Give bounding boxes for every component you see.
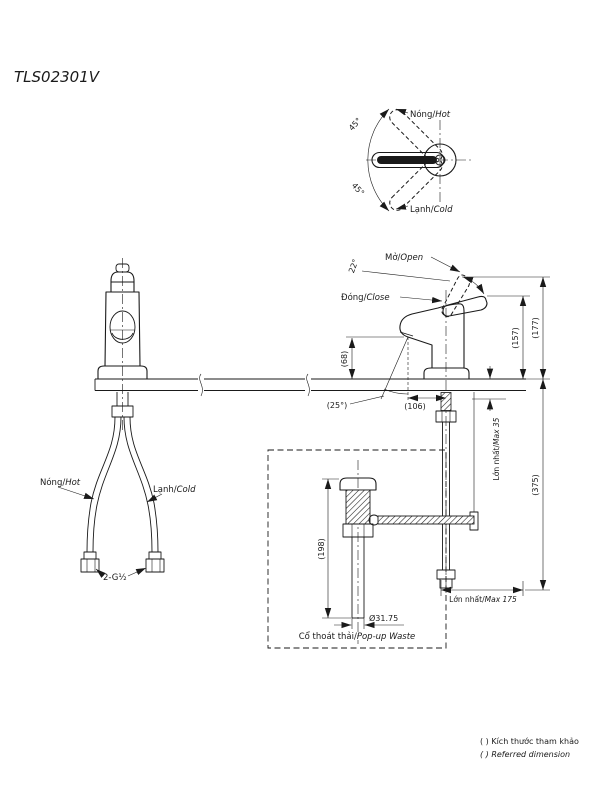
- waste-locknut: [342, 523, 374, 538]
- dim-198-label: (198): [317, 538, 326, 560]
- footer-notes: ( ) Kích thước tham khảo ( ) Referred di…: [480, 736, 579, 759]
- dim-157-label: (157): [511, 327, 520, 349]
- hot-hose-ferrule: [83, 551, 97, 560]
- cold-leader-front: [146, 493, 163, 503]
- mounting-nut-front: [111, 405, 134, 418]
- handle-lever-top: [371, 151, 445, 169]
- rotation-arc: [367, 108, 390, 212]
- angle-45-lower-label: 45°: [350, 181, 366, 198]
- mounting-nut: [435, 410, 457, 423]
- max-deck-label: Lớn nhất/Max 35: [492, 417, 501, 480]
- cold-leader: [395, 203, 409, 210]
- footer-note-vi: ( ) Kích thước tham khảo: [480, 736, 579, 746]
- stream-angle-line: [380, 336, 409, 400]
- diameter-label: Ø31.75: [369, 613, 398, 623]
- rod-ball-joint: [368, 514, 380, 526]
- cold-hose-nut: [145, 558, 165, 573]
- handle-front: [110, 271, 135, 293]
- spout-opening-front: [111, 332, 134, 340]
- break-mark-left: [199, 373, 203, 397]
- pop-up-rod: [377, 515, 475, 525]
- top-view-handle-rotation: 45° 45° Nóng/Hot Lạnh/Cold: [347, 108, 472, 215]
- waste-flange: [339, 477, 377, 491]
- dim-106-label: (106): [404, 402, 426, 411]
- footer-note-en: ( ) Referred dimension: [480, 750, 570, 759]
- base-flange: [423, 367, 470, 380]
- open-label: Mở/Open: [385, 252, 423, 263]
- spout-angle-leader: [349, 395, 385, 405]
- waste-threaded-body: [345, 489, 371, 525]
- spout-window: [109, 310, 136, 344]
- hot-leader-front: [57, 486, 95, 500]
- angle-25-label: (25°): [327, 401, 347, 410]
- threaded-shank: [440, 392, 452, 411]
- side-dimensions: (157) (177) (375) (68) (106) Lớn nhất/Ma…: [340, 276, 550, 604]
- open-angle-leader: [361, 270, 451, 282]
- pop-up-waste-box: [267, 449, 447, 649]
- break-mark-right: [306, 373, 310, 397]
- cold-hose-ferrule: [148, 551, 162, 560]
- close-label: Đóng/Close: [341, 292, 390, 303]
- connection-label: 2-G½: [103, 573, 127, 583]
- dim-68-label: (68): [340, 351, 349, 367]
- body-and-spout: [399, 303, 465, 369]
- angle-22-label: 22°: [347, 258, 360, 274]
- cold-label-front: Lạnh/Cold: [153, 485, 196, 495]
- cold-hose-outer: [129, 416, 159, 553]
- counter-deck: [94, 373, 526, 397]
- open-angle-arc: [462, 276, 485, 295]
- model-number: TLS02301V: [14, 68, 101, 86]
- dim-375-label: (375): [531, 474, 540, 496]
- faucet-front-view: Nóng/Hot Lạnh/Cold 2-G½: [40, 258, 196, 583]
- pop-up-waste-assembly: (198) Ø31.75 Cổ thoát thải/Pop-up Waste: [267, 449, 475, 649]
- spout-outlet: [399, 331, 414, 337]
- spout-angle-arc: [383, 388, 409, 395]
- handle-closed: [442, 295, 488, 317]
- angle-45-upper-label: 45°: [347, 116, 363, 133]
- dim-177-label: (177): [531, 317, 540, 339]
- hot-hose-outer: [86, 416, 116, 553]
- hot-label-top: Nóng/Hot: [410, 109, 451, 120]
- hot-label-front: Nóng/Hot: [40, 477, 81, 488]
- faucet-side-view: Mở/Open Đóng/Close 22° (25°): [327, 252, 488, 594]
- close-leader: [399, 296, 443, 304]
- handle-lever-fill: [377, 156, 437, 164]
- connection-leader-right: [127, 567, 147, 577]
- base-flange-front: [97, 365, 148, 380]
- open-leader: [430, 256, 461, 273]
- hot-hose-inner: [92, 416, 122, 553]
- pop-up-waste-label: Cổ thoát thải/Pop-up Waste: [299, 631, 416, 642]
- hot-leader: [395, 108, 409, 116]
- cold-label-top: Lạnh/Cold: [410, 205, 453, 215]
- handle-open: [441, 274, 471, 318]
- handle-position-cold: [389, 109, 443, 163]
- connection-leader-left: [95, 568, 106, 578]
- handle-position-hot: [389, 157, 443, 211]
- max-rod-label: Lớn nhất/Max 175: [449, 595, 517, 604]
- cold-hose-inner: [123, 416, 153, 553]
- hot-hose-nut: [80, 558, 100, 573]
